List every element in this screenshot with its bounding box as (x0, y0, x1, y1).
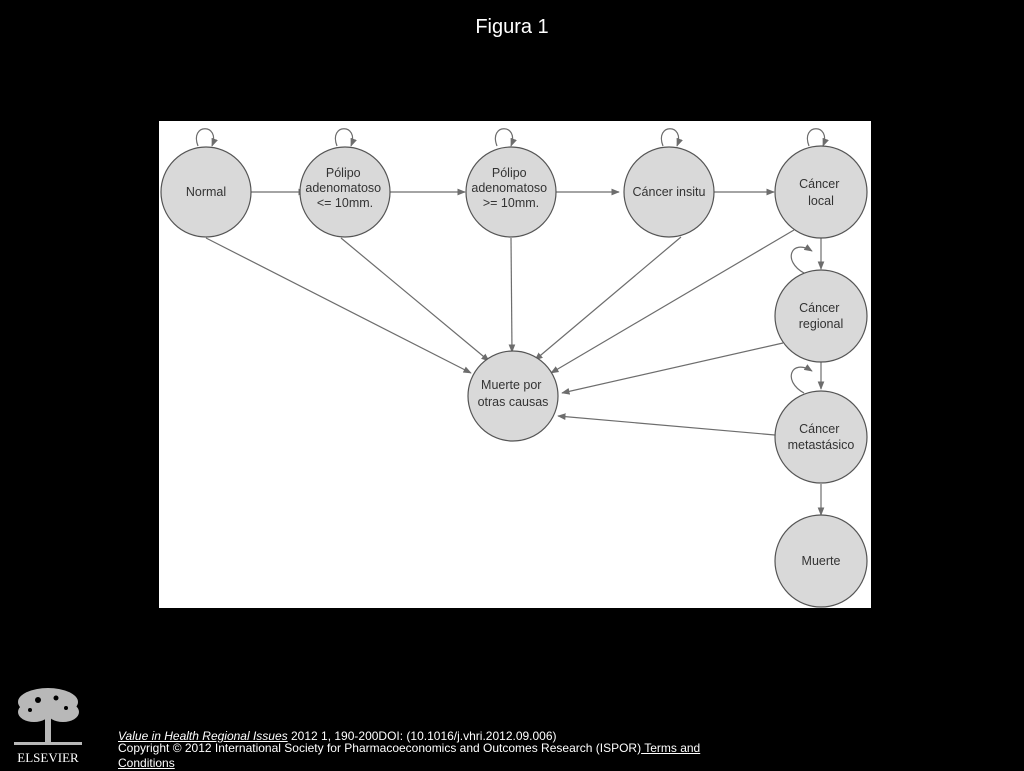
edge-cancer-local-to-muerte-otras (550, 229, 795, 374)
self-loop-cancer-local (806, 128, 829, 147)
edge-metastasico-to-muerte-otras (557, 413, 776, 436)
self-loop-cancer-metastasico (790, 364, 813, 394)
citation: Value in Health Regional Issues 2012 1, … (118, 729, 557, 743)
svg-text:Normal: Normal (186, 185, 226, 199)
copyright-notice: Copyright © 2012 International Society f… (118, 741, 738, 771)
node-cancer-insitu: Cáncer insitu (623, 146, 715, 238)
svg-text:Cáncer insitu: Cáncer insitu (633, 185, 706, 199)
node-polipo-small: Pólipo adenomatoso <= 10mm. (299, 146, 391, 238)
node-muerte: Muerte (774, 514, 868, 608)
citation-details: 2012 1, 190-200DOI: (10.1016/j.vhri.2012… (287, 729, 557, 743)
elsevier-logo: ELSEVIER (8, 682, 88, 766)
svg-text:Pólipo adenomatoso: Pólipo adenomatoso <= 10mm. (305, 166, 384, 210)
self-loop-polipo-small (334, 128, 357, 147)
transition-edges (205, 188, 825, 516)
elsevier-tree-icon: ELSEVIER (12, 684, 84, 765)
state-transition-diagram: Normal Pólipo adenomatoso <= 10mm. Pólip… (160, 128, 868, 608)
node-cancer-metastasico: Cáncer metastásico (774, 390, 868, 484)
svg-text:ELSEVIER: ELSEVIER (17, 750, 79, 765)
node-cancer-regional: Cáncer regional (774, 269, 868, 363)
edge-normal-to-muerte-otras (205, 237, 472, 374)
node-polipo-large: Pólipo adenomatoso >= 10mm. (465, 146, 557, 238)
self-loop-normal (195, 128, 218, 147)
self-loop-cancer-insitu (660, 128, 683, 147)
journal-link[interactable]: Value in Health Regional Issues (118, 729, 288, 743)
node-cancer-local: Cáncer local (774, 145, 868, 239)
svg-text:Cáncer metastásico: Cáncer metastásico (788, 422, 855, 452)
edge-cancer-insitu-to-muerte-otras (534, 236, 682, 361)
slide-title: Figura 1 (475, 16, 549, 38)
svg-text:Cáncer regional: Cáncer regional (799, 301, 843, 331)
svg-text:Muerte: Muerte (802, 554, 841, 568)
svg-text:Cáncer local: Cáncer local (799, 177, 843, 208)
self-loop-polipo-large (494, 128, 517, 147)
edge-regional-to-muerte-otras (561, 342, 784, 395)
edge-polipo-small-to-muerte-otras (340, 237, 490, 362)
terms-link[interactable]: Terms and Conditions (118, 741, 701, 770)
node-muerte-otras-causas: Muerte por otras causas (467, 350, 559, 442)
self-loop-cancer-regional (790, 244, 813, 274)
node-normal: Normal (160, 146, 252, 238)
figure-panel: Normal Pólipo adenomatoso <= 10mm. Pólip… (159, 121, 871, 608)
copyright-text: Copyright © 2012 International Society f… (118, 741, 642, 755)
edge-polipo-large-to-muerte-otras (508, 237, 516, 353)
svg-text:Muerte por otras causa: Muerte por otras causas (478, 378, 549, 409)
self-loops (195, 128, 829, 394)
svg-text:Pólipo adenomatoso: Pólipo adenomatoso >= 10mm. (471, 166, 550, 210)
